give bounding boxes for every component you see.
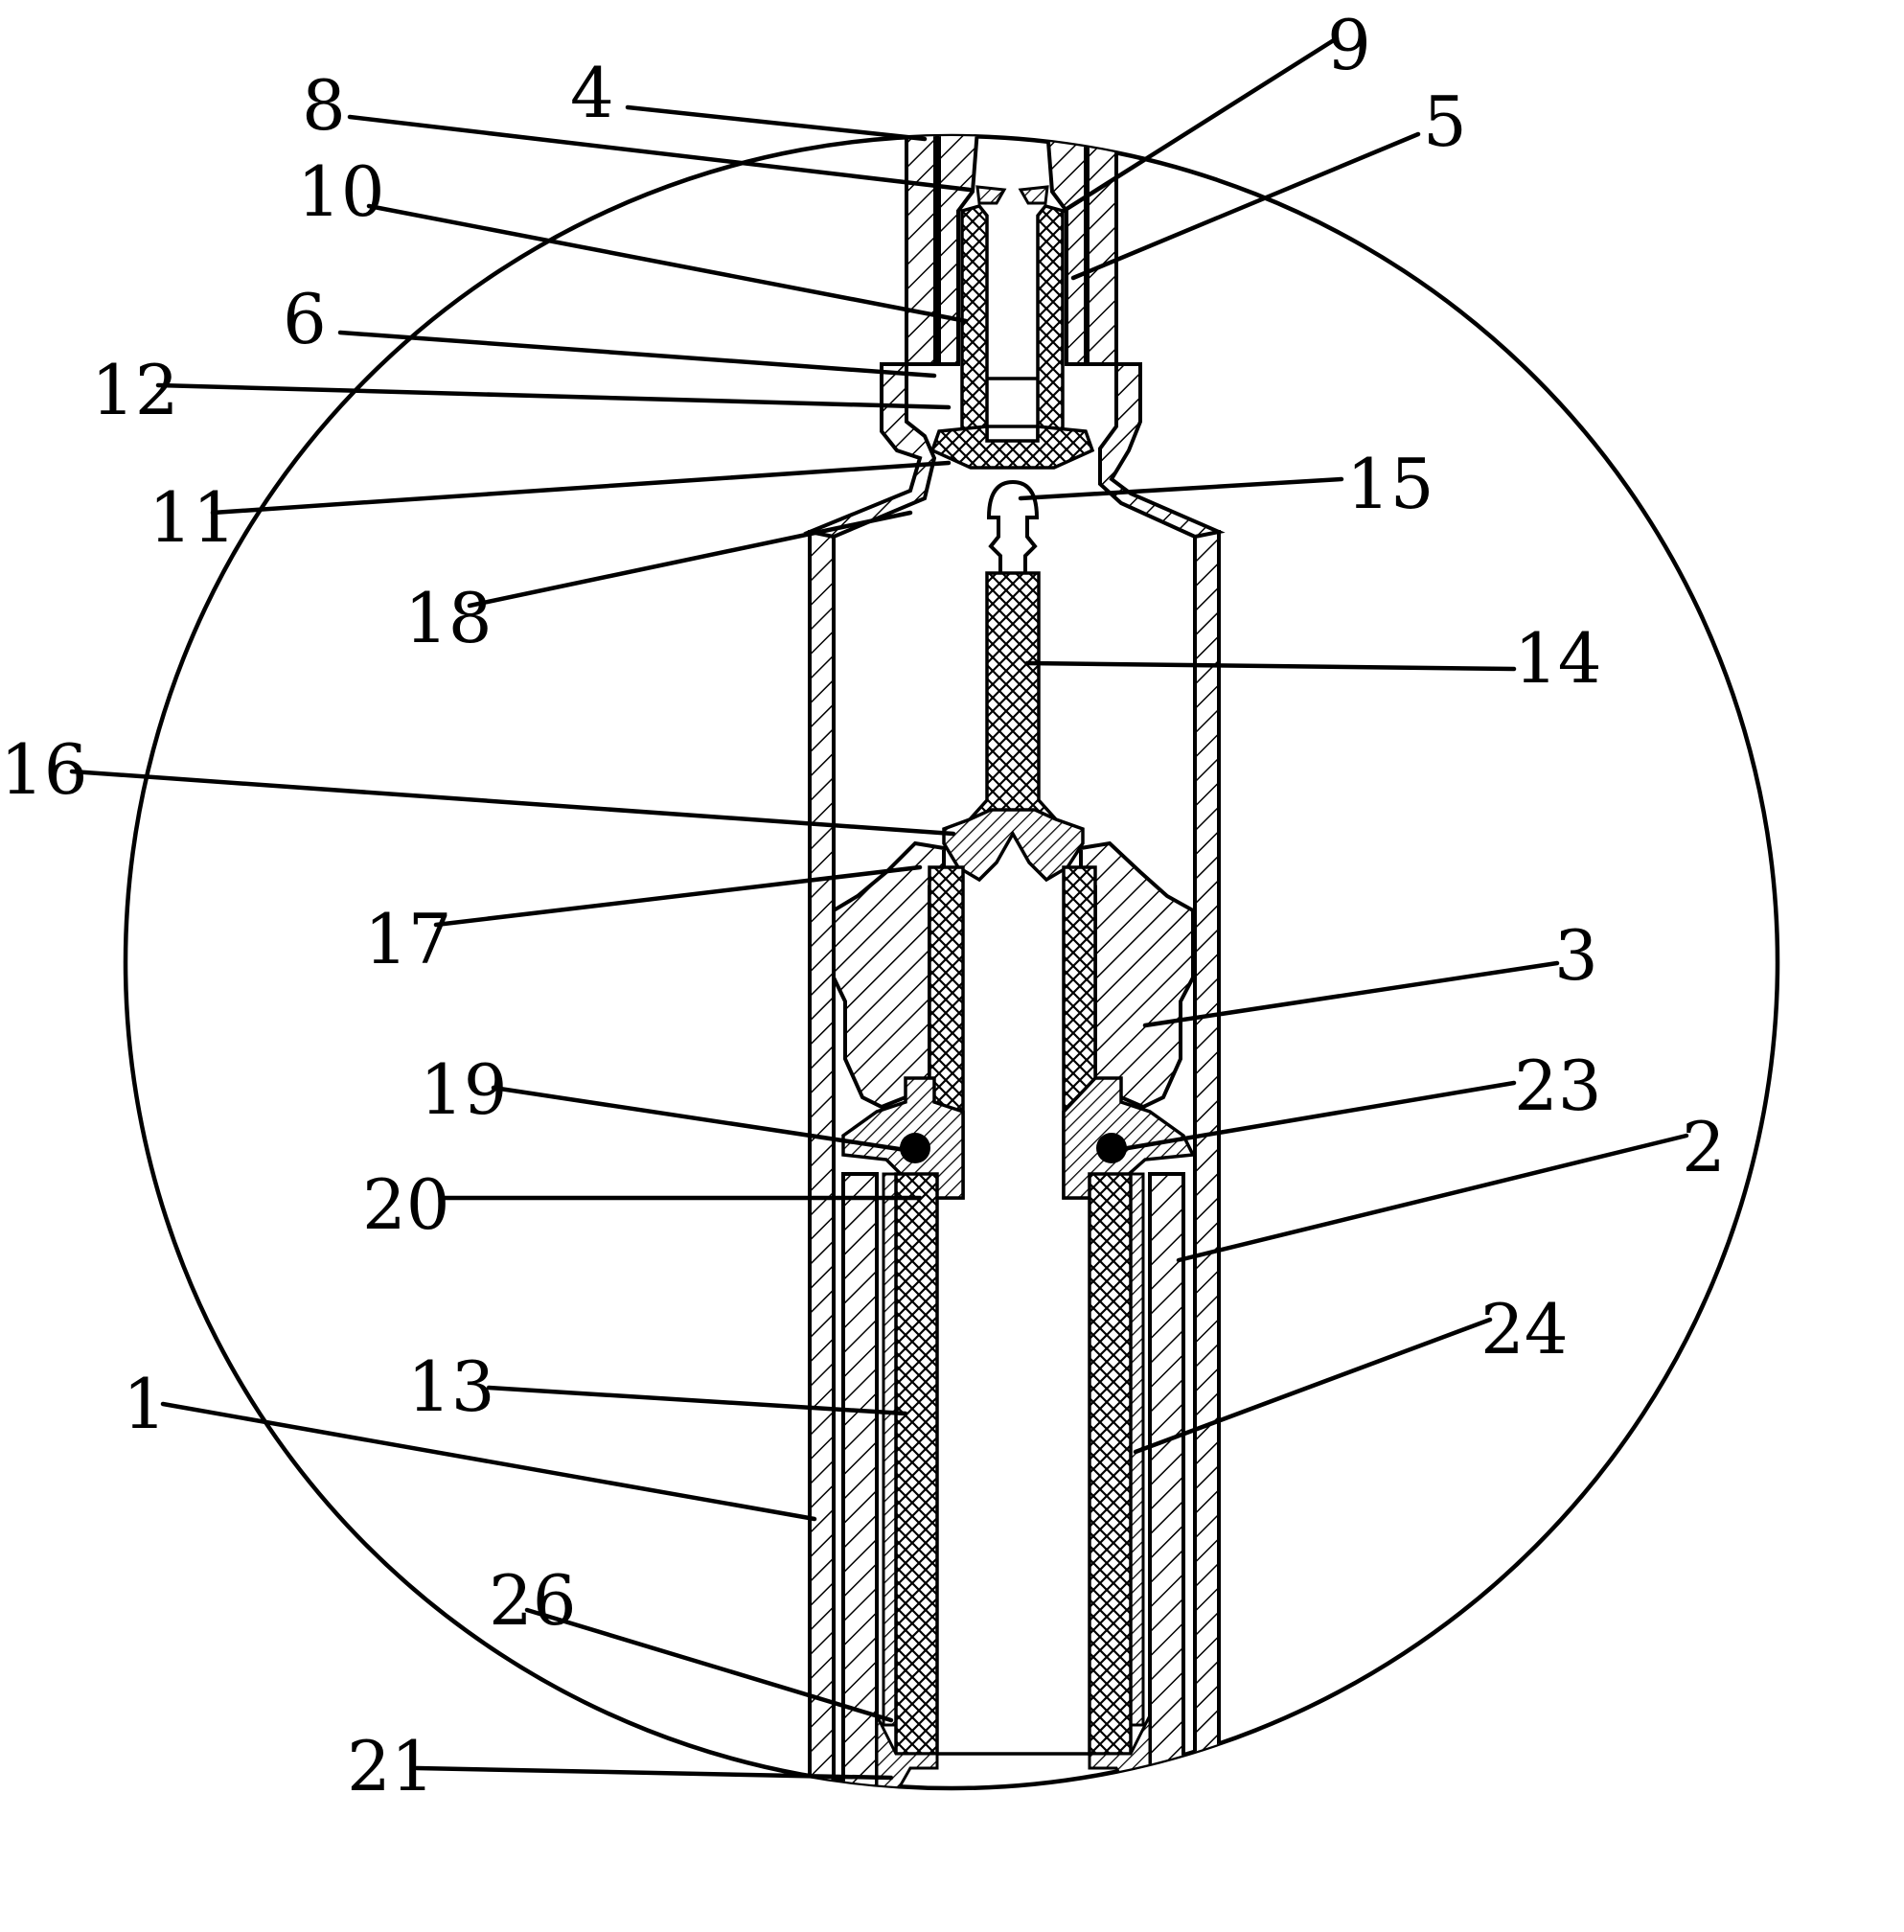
- housing-shoulder-left: [810, 364, 934, 537]
- leader-24: [1136, 1320, 1490, 1452]
- leader-2: [1179, 1136, 1686, 1260]
- leader-18: [470, 513, 910, 606]
- label-16: 16: [0, 729, 88, 810]
- label-4: 4: [570, 53, 614, 133]
- leader-23: [1116, 1083, 1514, 1150]
- leader-8: [350, 117, 970, 190]
- leader-4: [628, 107, 925, 139]
- housing-shoulder-right: [1100, 364, 1219, 537]
- label-26: 26: [489, 1560, 577, 1641]
- outer-housing-right-wall: [1195, 532, 1219, 1932]
- lower-core-left: [896, 1174, 937, 1754]
- label-5: 5: [1423, 81, 1467, 162]
- outer-housing-left-wall: [810, 532, 834, 1932]
- leader-12: [158, 385, 949, 407]
- neck-right-outer: [1088, 134, 1116, 364]
- label-14: 14: [1514, 618, 1602, 699]
- lower-tube-left-outer: [843, 1174, 877, 1932]
- leader-6: [340, 333, 934, 376]
- lower-tube-right-outer: [1150, 1174, 1183, 1932]
- label-18: 18: [404, 578, 493, 658]
- label-9: 9: [1327, 5, 1371, 85]
- label-15: 15: [1346, 444, 1434, 524]
- label-2: 2: [1682, 1107, 1726, 1187]
- leader-15: [1021, 479, 1342, 498]
- lip-right: [1021, 187, 1047, 203]
- plug-left: [834, 843, 944, 1107]
- leader-10: [369, 206, 966, 321]
- label-21: 21: [347, 1726, 435, 1806]
- label-11: 11: [149, 477, 237, 558]
- label-8: 8: [302, 65, 346, 146]
- label-13: 13: [407, 1346, 495, 1427]
- label-17: 17: [364, 899, 452, 979]
- valve-sleeve-right: [1038, 206, 1063, 441]
- neck-left-outer: [906, 134, 935, 364]
- leader-11: [213, 463, 949, 513]
- leader-19: [493, 1088, 906, 1150]
- valve-sleeve-left: [962, 206, 987, 441]
- seal-cup: [932, 426, 1092, 468]
- lower-core-right: [1090, 1174, 1131, 1754]
- label-19: 19: [420, 1049, 508, 1130]
- assembly: [810, 129, 1219, 1932]
- leader-14: [1027, 663, 1514, 669]
- label-20: 20: [362, 1164, 450, 1245]
- label-3: 3: [1554, 915, 1598, 996]
- needle-shaft: [970, 573, 1056, 822]
- label-12: 12: [91, 350, 179, 430]
- leader-26: [527, 1610, 891, 1720]
- label-10: 10: [297, 151, 385, 232]
- lip-left: [977, 187, 1004, 203]
- label-1: 1: [123, 1364, 167, 1444]
- plug-right: [1081, 843, 1193, 1107]
- label-24: 24: [1480, 1289, 1569, 1369]
- lower-tube-left-inner: [883, 1174, 896, 1725]
- label-6: 6: [283, 279, 327, 359]
- label-23: 23: [1514, 1046, 1602, 1126]
